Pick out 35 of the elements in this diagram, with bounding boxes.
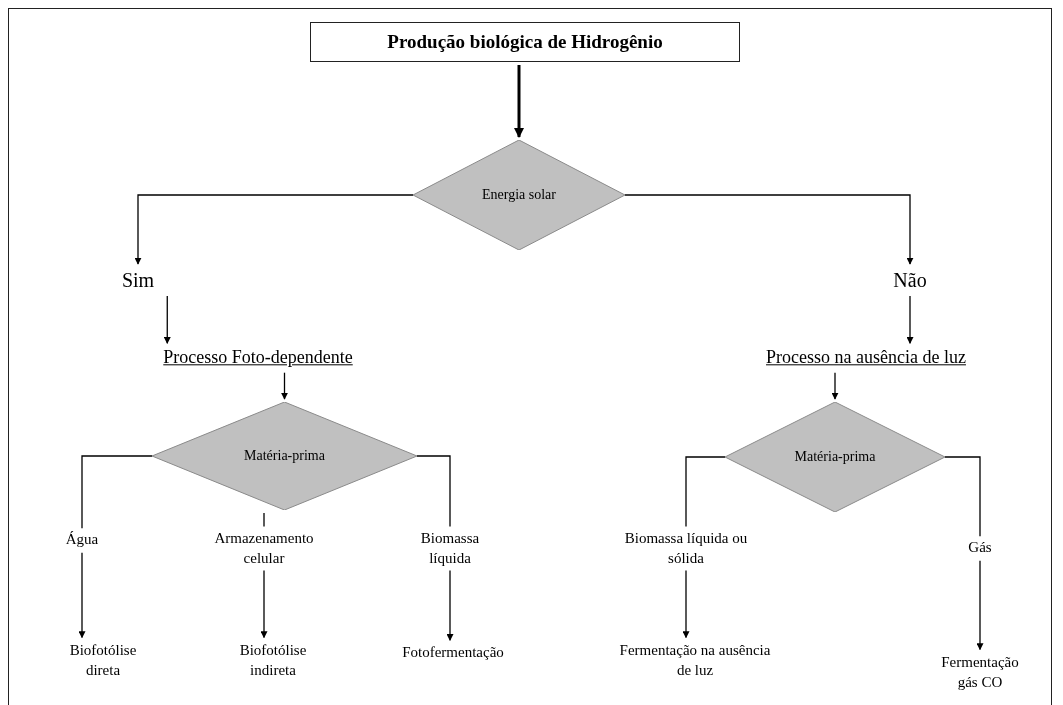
decision-label: Energia solar	[482, 185, 556, 204]
arrow	[976, 560, 984, 651]
title-box: Produção biológica de Hidrogênio	[310, 22, 740, 62]
arrow	[78, 552, 86, 639]
connector-line	[416, 455, 451, 528]
branch-label: Biomassa líquida	[410, 528, 490, 568]
branch-label: Fotofermentação	[402, 643, 504, 663]
arrow	[906, 295, 914, 344]
decision-label: Matéria-prima	[244, 446, 325, 465]
decision-label: Matéria-prima	[794, 447, 876, 466]
connector-line	[944, 456, 981, 537]
arrow	[682, 569, 690, 639]
branch-label: Fermentação gás CO	[930, 652, 1030, 692]
arrow	[260, 569, 268, 639]
arrow	[134, 194, 414, 265]
branch-label: Armazenamento celular	[199, 528, 329, 568]
answer-label: Não	[893, 267, 927, 293]
branch-label: Água	[65, 530, 99, 550]
process-heading: Processo na ausência de luz	[766, 346, 966, 370]
branch-label: Biomassa líquida ou sólida	[606, 528, 766, 568]
arrow	[514, 65, 524, 138]
connector-line	[685, 456, 726, 528]
branch-label: Fermentação na ausência de luz	[615, 640, 775, 680]
process-heading: Processo Foto-dependente	[163, 346, 353, 370]
arrow	[446, 569, 454, 641]
arrow	[831, 372, 839, 400]
arrow	[163, 295, 171, 344]
arrow	[281, 372, 288, 400]
branch-label: Gás	[968, 538, 992, 558]
branch-label: Biofotólise indireta	[228, 640, 318, 680]
branch-label: Biofotólise direta	[58, 640, 148, 680]
arrow	[624, 194, 914, 265]
connector-line	[263, 512, 265, 528]
connector-line	[81, 455, 153, 529]
answer-label: Sim	[121, 267, 155, 293]
